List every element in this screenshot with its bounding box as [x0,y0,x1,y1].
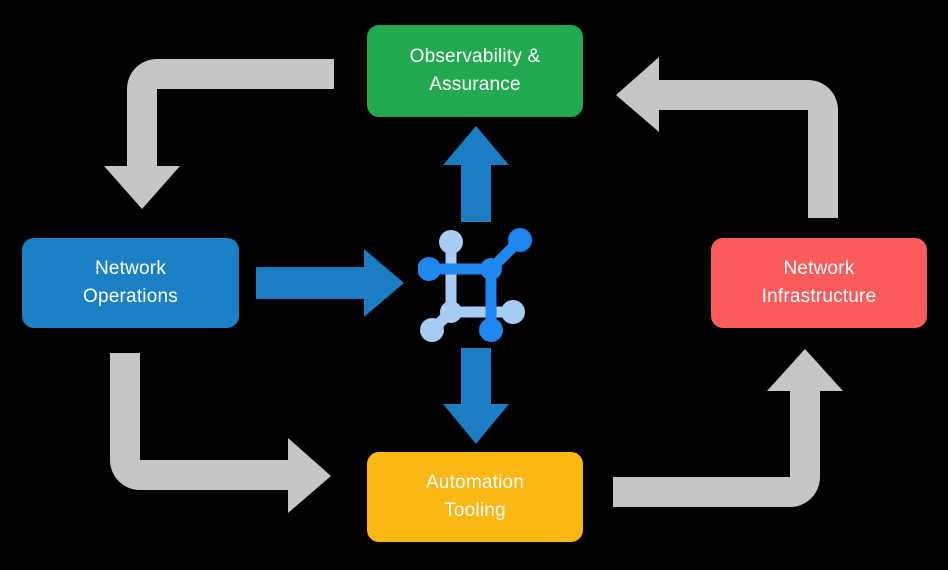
blue-arrow-center-to-observability [443,126,509,222]
blue-arrow-operations-to-center [256,249,404,317]
node-network-operations[interactable]: Network Operations [22,238,239,328]
gray-arrow-operations-to-automation [110,353,331,513]
network-topology-icon [418,228,532,342]
blue-arrow-center-to-automation [443,348,509,444]
network-icon-primary-nodes [418,228,532,342]
gray-arrow-observability-to-operations [104,59,334,209]
network-icon-secondary-nodes [420,230,525,342]
node-network-infrastructure[interactable]: Network Infrastructure [711,238,927,328]
node-automation-tooling[interactable]: Automation Tooling [367,452,583,542]
gray-arrow-infrastructure-to-observability [616,57,838,218]
gray-arrow-automation-to-infrastructure [613,349,843,507]
node-observability-assurance[interactable]: Observability & Assurance [367,25,583,117]
